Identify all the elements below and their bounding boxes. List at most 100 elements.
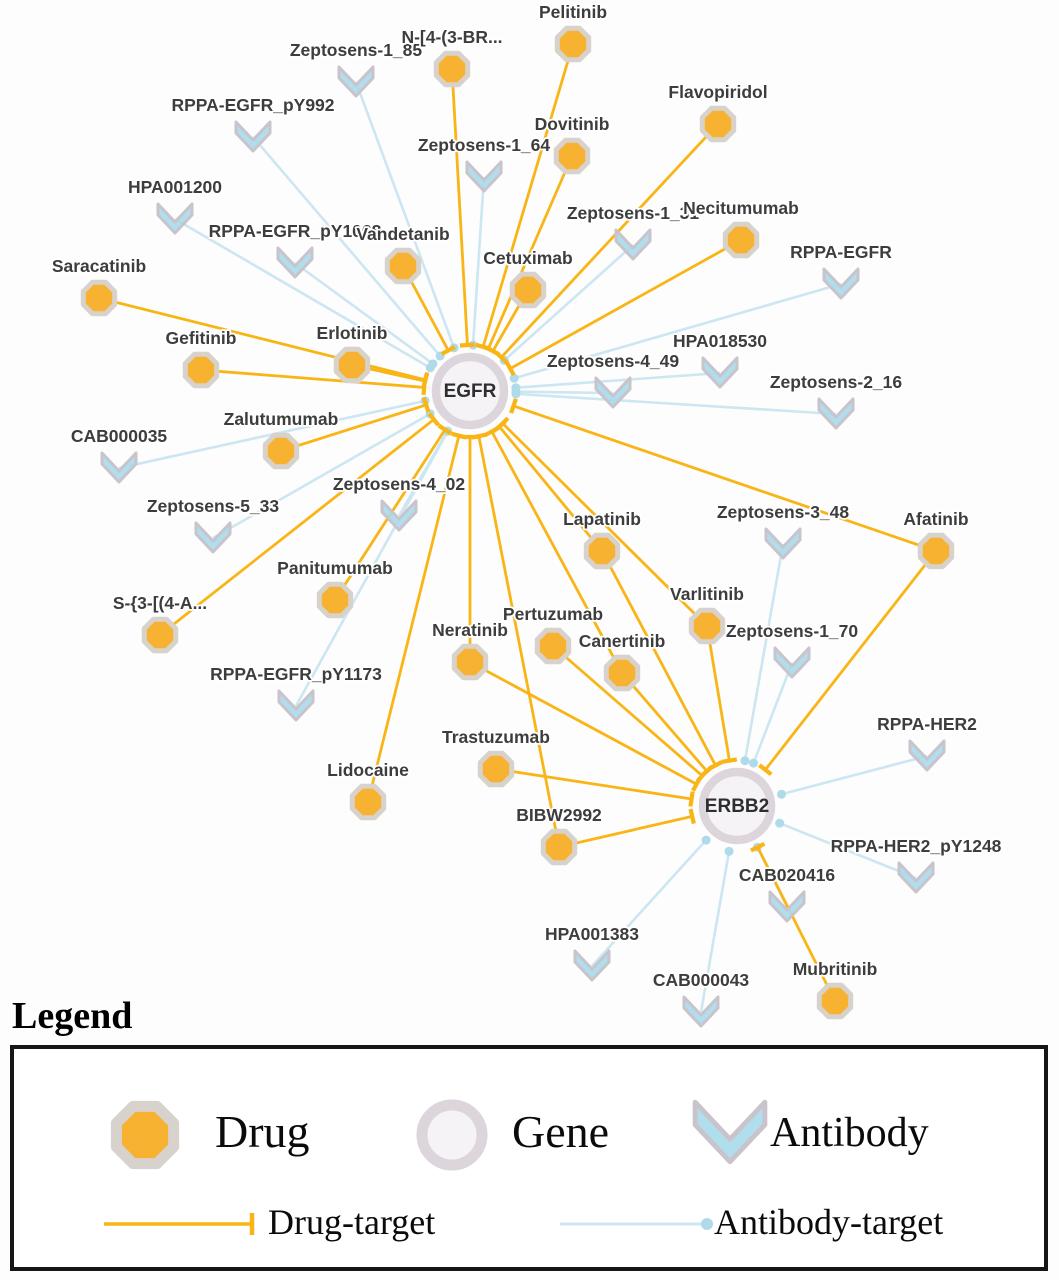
antibody-label: Zeptosens-1_31 [567,203,700,223]
drug-label: Mubritinib [793,959,878,979]
drug-node [583,532,621,570]
antibody-label: Zeptosens-1_70 [726,621,859,641]
drug-label: Lapatinib [563,509,641,529]
antibody-node [276,246,314,279]
drug-target-edge [705,625,731,761]
antibody-label: CAB000035 [71,426,168,446]
antibody-edge-dot [749,758,759,768]
drug-edge-tee [471,432,487,440]
antibody-target-edge [779,821,917,880]
drug-target-edge [552,644,704,777]
drug-label: N-[4-(3-BR... [401,27,502,47]
drug-target-edge [159,418,435,637]
drug-label: Dovitinib [535,114,610,134]
antibody-node [156,202,194,235]
legend-box: Drug Gene Antibody Drug-target Antibody-… [10,1045,1048,1271]
drug-edge-tee [509,398,518,414]
drug-node [262,432,300,470]
antibody-node [380,499,418,532]
drug-label: Pelitinib [539,2,607,22]
antibody-edge-dot [428,359,438,369]
drug-edge-tee [485,345,501,357]
gene-node-icon [416,1099,488,1171]
drug-target-edge [450,68,469,346]
drug-edge-tee [421,397,431,413]
antibody-label: CAB020416 [739,865,836,885]
antibody-edge-dot [776,789,786,799]
drug-label: Afatinib [903,509,968,529]
antibody-target-edge [591,839,708,967]
legend-antibody-label: Antibody [770,1110,929,1156]
drug-edge-tee [699,764,714,778]
antibody-label: RPPA-EGFR_pY1173 [210,664,382,684]
drug-node [451,643,489,681]
drug-octagon-glyph [110,1100,180,1170]
drug-label: Lidocaine [327,760,409,780]
drug-target-edge [487,155,574,350]
antibody-label: HPA001383 [545,924,639,944]
edge-layer [98,43,938,1013]
antibody-target-edge [781,754,928,796]
drug-target-edge [500,123,720,359]
antibody-node [908,739,946,772]
drug-label: Vandetanib [356,224,449,244]
legend-drug-label: Drug [215,1106,310,1157]
legend-title: Legend [12,995,133,1037]
antibody-edge-dot [775,818,785,828]
antibody-label: RPPA-HER2_pY1248 [831,836,1002,856]
drug-label: Necitumumab [683,198,799,218]
antibody-target-edge-icon [560,1218,713,1230]
drug-node [540,828,578,866]
antibody-label: CAB000043 [653,970,750,990]
antibody-label: RPPA-EGFR_pY1068 [209,221,382,241]
drug-target-edge [600,550,717,767]
antibody-node [817,397,855,430]
drug-target-edge [280,403,427,453]
drug-edge-tee [495,416,510,431]
drug-node [433,50,471,88]
drug-label: Trastuzumab [442,727,550,747]
drug-target-edge [200,368,425,389]
antibody-target-edge [294,430,449,707]
network-graph: Zeptosens-1_85RPPA-EGFR_pY992HPA001200Ze… [50,0,1003,1028]
drug-label: Varlitinib [670,584,744,604]
drug-target-edge [495,767,692,801]
antibody-target-edge [699,851,731,1013]
antibody-label: Zeptosens-4_49 [547,351,680,371]
drug-node [182,351,220,389]
drug-node [509,271,547,309]
antibody-label: HPA001200 [128,177,222,197]
drug-target-edge [509,238,742,370]
drug-edge-tee [758,763,773,777]
antibody-edge-dot [511,389,521,399]
antibody-edge-dot [740,756,750,766]
antibody-label: Zeptosens-5_33 [147,496,280,516]
drug-target-edge [501,422,708,627]
antibody-target-edge [513,282,842,380]
antibody-edge-dot [701,835,711,845]
antibody-label: RPPA-HER2 [877,714,977,734]
gene-circle-glyph [416,1099,488,1171]
drug-edge-tee [484,426,500,437]
drug-edge-tee [688,791,695,807]
antibody-node [768,890,806,923]
drug-label: Pertuzumab [503,604,603,624]
antibody-node [822,267,860,300]
drug-node [333,346,371,384]
antibody-node-icon [692,1099,768,1165]
antibody-label: Zeptosens-4_02 [333,474,466,494]
antibody-label: RPPA-EGFR_pY992 [171,95,334,115]
drug-edge-tee [721,757,738,764]
antibody-node [682,995,720,1028]
antibody-label: RPPA-EGFR [790,242,892,262]
drug-node-icon [110,1100,180,1170]
antibody-target-edge [743,543,785,761]
drug-target-edge [498,425,604,552]
drug-node [553,137,591,175]
antibody-target-edge [252,136,442,357]
drug-target-edge [469,660,698,786]
drug-node [316,581,354,619]
drug-target-edge [558,814,693,849]
legend-gene-label: Gene [512,1106,610,1157]
drug-target-edge [756,846,837,1002]
